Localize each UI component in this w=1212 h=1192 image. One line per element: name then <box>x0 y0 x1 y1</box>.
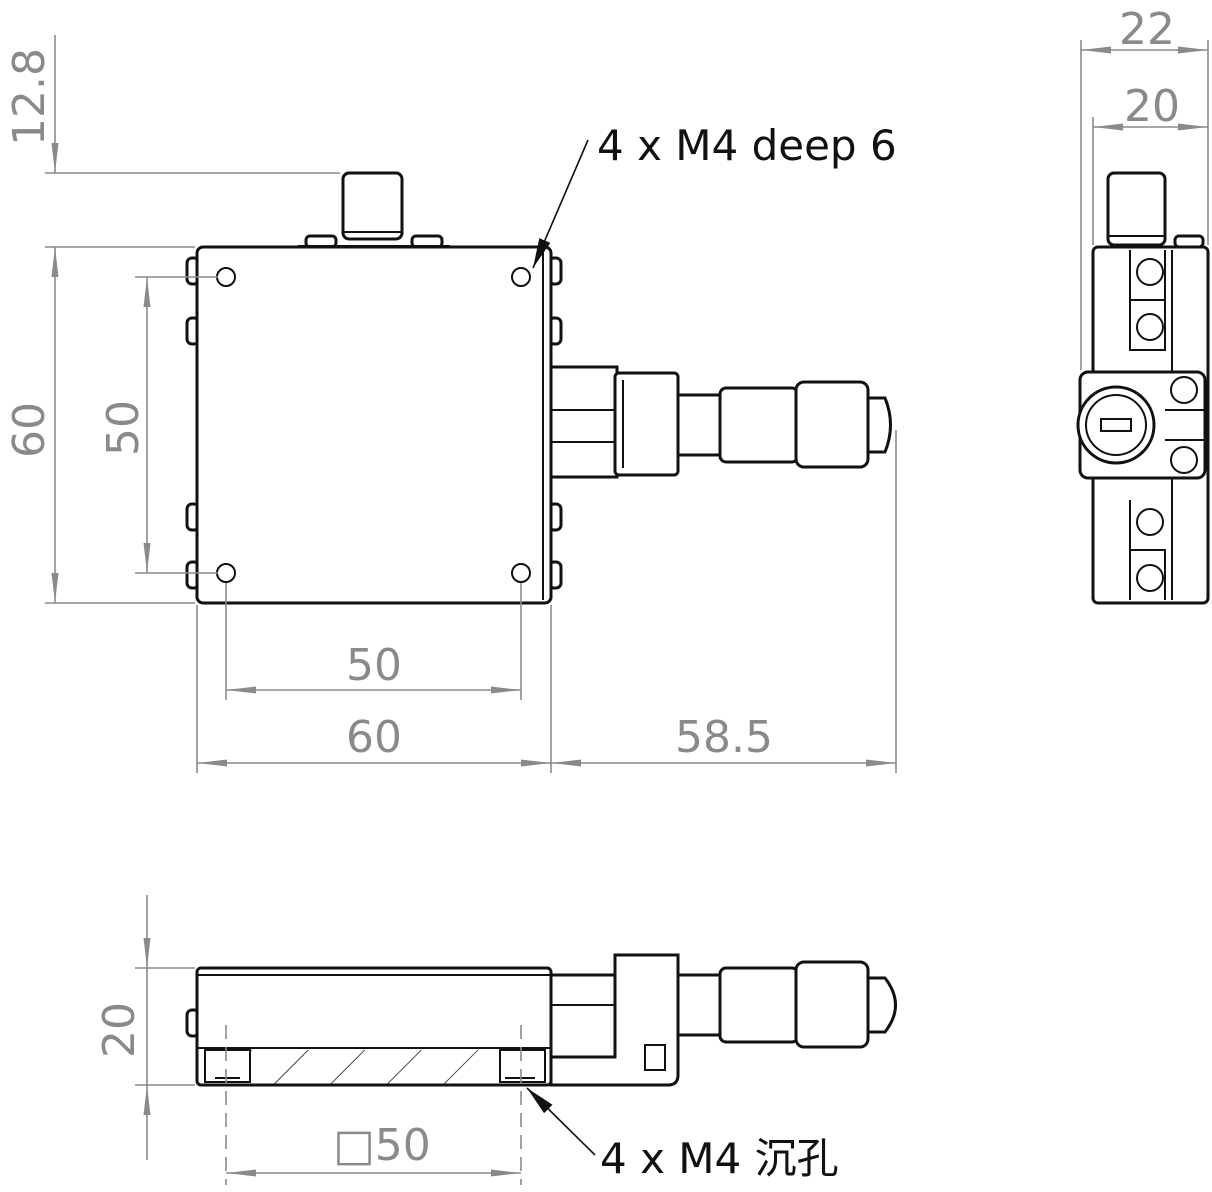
micrometer <box>549 365 892 479</box>
stage-body <box>195 245 553 605</box>
dim-hole-pitch-horizontal: 50 <box>346 640 402 691</box>
front-view: 20 □50 4 x M4 沉孔 <box>94 895 897 1185</box>
micrometer-side <box>549 953 897 1087</box>
dim-front-height: 20 <box>94 1002 145 1058</box>
dimensions-side: 22 20 <box>1080 4 1209 370</box>
adjust-knob <box>341 171 404 241</box>
callout-bottom-holes: 4 x M4 沉孔 <box>600 1134 839 1183</box>
dim-mount-square: □50 <box>333 1120 431 1171</box>
dim-overall-width: 22 <box>1119 4 1175 55</box>
callout-top-holes: 4 x M4 deep 6 <box>597 121 897 170</box>
dim-body-width: 60 <box>346 712 402 763</box>
dimensions-front: 20 □50 <box>94 895 522 1185</box>
dim-side-body-width: 20 <box>1124 81 1180 132</box>
dim-body-height: 60 <box>4 402 55 458</box>
top-view: 12.8 60 50 50 60 58.5 4 x M4 deep 6 <box>4 35 897 773</box>
dim-knob-height: 12.8 <box>4 48 55 146</box>
dim-hole-pitch-vertical: 50 <box>98 400 149 456</box>
dimensions-top: 12.8 60 50 50 60 58.5 <box>4 35 897 773</box>
side-view: 22 20 <box>1076 4 1210 605</box>
dim-micrometer-extension: 58.5 <box>675 712 773 763</box>
